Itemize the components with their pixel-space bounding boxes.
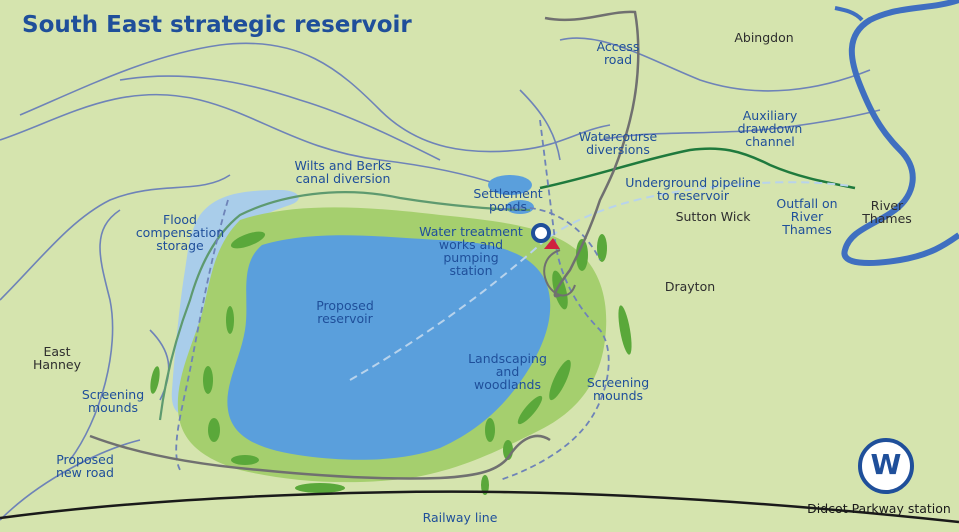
label-landscaping: Landscaping and woodlands — [468, 351, 547, 392]
water-treatment-marker — [531, 223, 551, 243]
stream-8 — [599, 109, 881, 141]
label-screening-mounds-left: Screening mounds — [81, 387, 145, 415]
pumping-station-marker — [544, 238, 560, 249]
label-access-road: Access road — [596, 39, 640, 67]
river-thames — [841, 0, 959, 266]
stream-4 — [69, 209, 121, 461]
settlement-pond-1 — [488, 175, 532, 195]
stream-6 — [119, 75, 441, 161]
label-sutton-wick: Sutton Wick — [675, 209, 751, 224]
label-canal-diversion: Wilts and Berks canal diversion — [294, 158, 392, 186]
stream-1 — [0, 93, 501, 186]
brand-logo: W — [858, 438, 914, 494]
label-drayton: Drayton — [664, 279, 716, 294]
streams — [0, 37, 881, 521]
stream-3 — [0, 174, 231, 301]
label-abingdon: Abingdon — [734, 30, 794, 45]
label-railway-line: Railway line — [422, 510, 498, 525]
woodland-patches — [150, 231, 632, 495]
label-river-thames: River Thames — [862, 198, 912, 226]
label-outfall: Outfall on River Thames — [776, 196, 838, 237]
label-watercourse-diversions: Watercourse diversions — [578, 129, 658, 157]
label-east-hanney: East Hanney — [33, 344, 81, 372]
access-road-loop — [543, 249, 576, 297]
label-flood-compensation: Flood compensation storage — [135, 212, 225, 253]
label-settlement-ponds: Settlement ponds — [473, 186, 543, 214]
label-proposed-reservoir: Proposed reservoir — [316, 298, 374, 326]
stream-5 — [0, 439, 141, 521]
river-branch — [834, 6, 864, 22]
logo-letter: W — [870, 448, 902, 481]
label-proposed-new-road: Proposed new road — [56, 452, 114, 480]
label-screening-mounds-right: Screening mounds — [586, 375, 650, 403]
flood-compensation-area — [171, 190, 299, 414]
railway-line — [0, 490, 959, 524]
canal-diversion — [158, 191, 531, 421]
access-road — [544, 10, 640, 298]
stream-2 — [19, 42, 611, 153]
label-auxiliary-drawdown-channel: Auxiliary drawdown channel — [737, 108, 803, 149]
drawdown-channel — [539, 147, 856, 190]
stream-7 — [559, 37, 871, 92]
proposed-reservoir-water — [227, 235, 551, 460]
stream-9 — [519, 89, 561, 161]
underground-pipeline — [349, 181, 851, 381]
label-didcot-parkway: Didcot Parkway station — [807, 501, 951, 516]
label-water-treatment: Water treatment works and pumping statio… — [419, 224, 523, 278]
watercourse-diversions — [175, 119, 610, 481]
proposed-new-road — [89, 434, 551, 480]
label-underground-pipeline: Underground pipeline to reservoir — [625, 175, 761, 203]
map-title: South East strategic reservoir — [22, 12, 412, 38]
